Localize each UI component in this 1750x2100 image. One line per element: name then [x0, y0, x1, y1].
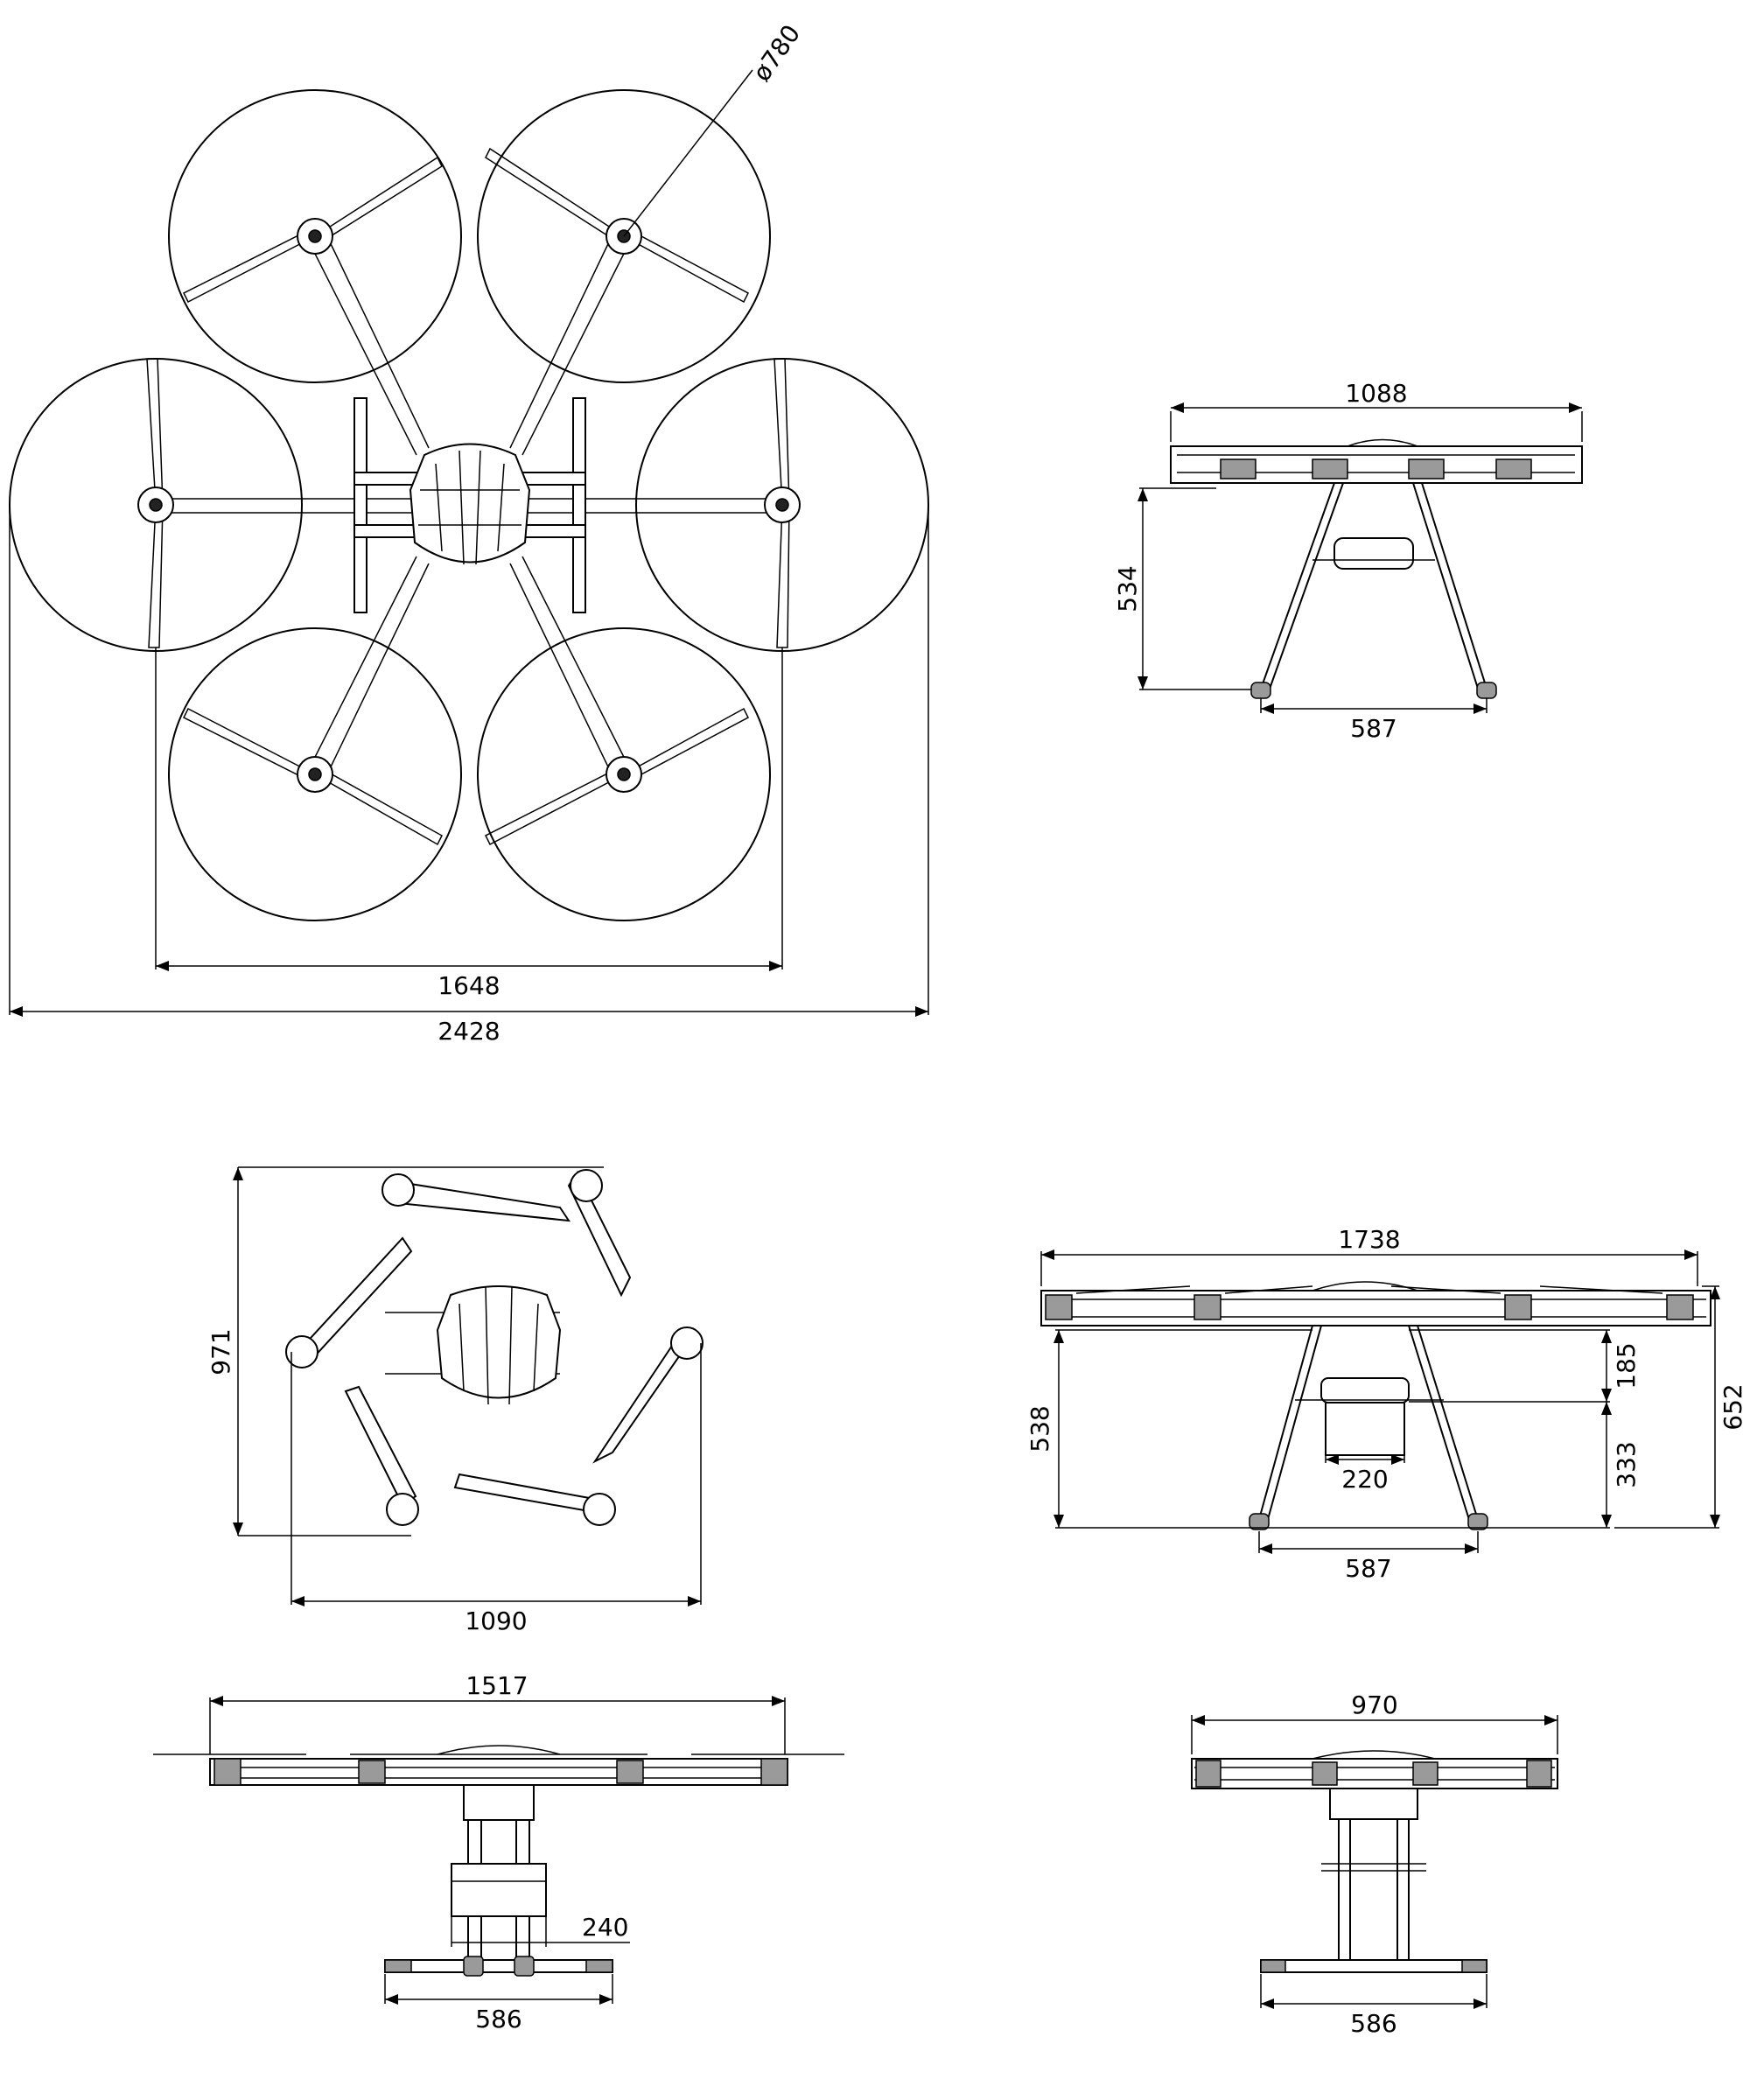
top-view: ø780 1648 2428 — [9, 19, 929, 1046]
dim-gear-width: 586 — [475, 2005, 522, 2034]
motors — [137, 218, 801, 793]
front-view-a: 1517 240 586 — [153, 1671, 844, 2034]
dim-height: 534 — [1113, 565, 1142, 612]
dim-width-inner: 1648 — [438, 971, 500, 1000]
dim-folded-width: 1090 — [465, 1606, 527, 1635]
dim-small-b: 333 — [1612, 1441, 1641, 1488]
propeller-disk — [477, 627, 771, 921]
diameter-leader — [623, 69, 753, 237]
folded-view: 971 1090 — [206, 1166, 704, 1635]
dim-tank-width: 220 — [1341, 1465, 1388, 1494]
dim-width: 1088 — [1345, 379, 1407, 408]
dim-height-right: 652 — [1718, 1383, 1747, 1430]
front-view-b: 970 586 — [1191, 1690, 1558, 2038]
prop-diameter-label: ø780 — [747, 19, 807, 87]
dim-height-left: 538 — [1026, 1405, 1054, 1452]
dim-gear-width: 587 — [1350, 714, 1396, 743]
side-view-a: 1088 534 587 — [1113, 379, 1583, 743]
propeller-disk — [168, 89, 462, 383]
dim-width: 1517 — [466, 1671, 528, 1700]
side-view-b: 1738 538 185 333 652 220 587 — [1026, 1225, 1747, 1583]
dim-width: 1738 — [1338, 1225, 1400, 1254]
dim-small-a: 185 — [1612, 1342, 1641, 1389]
dim-width: 970 — [1351, 1690, 1397, 1719]
dim-folded-height: 971 — [206, 1328, 235, 1375]
dim-gear-width: 587 — [1345, 1554, 1391, 1583]
dim-width-overall: 2428 — [438, 1017, 500, 1046]
central-body — [409, 443, 531, 565]
propeller-disk — [168, 627, 462, 921]
dim-mount-height: 240 — [582, 1913, 628, 1942]
dim-gear-width: 586 — [1350, 2009, 1396, 2038]
propeller-disk — [477, 89, 771, 383]
arms — [156, 228, 782, 782]
